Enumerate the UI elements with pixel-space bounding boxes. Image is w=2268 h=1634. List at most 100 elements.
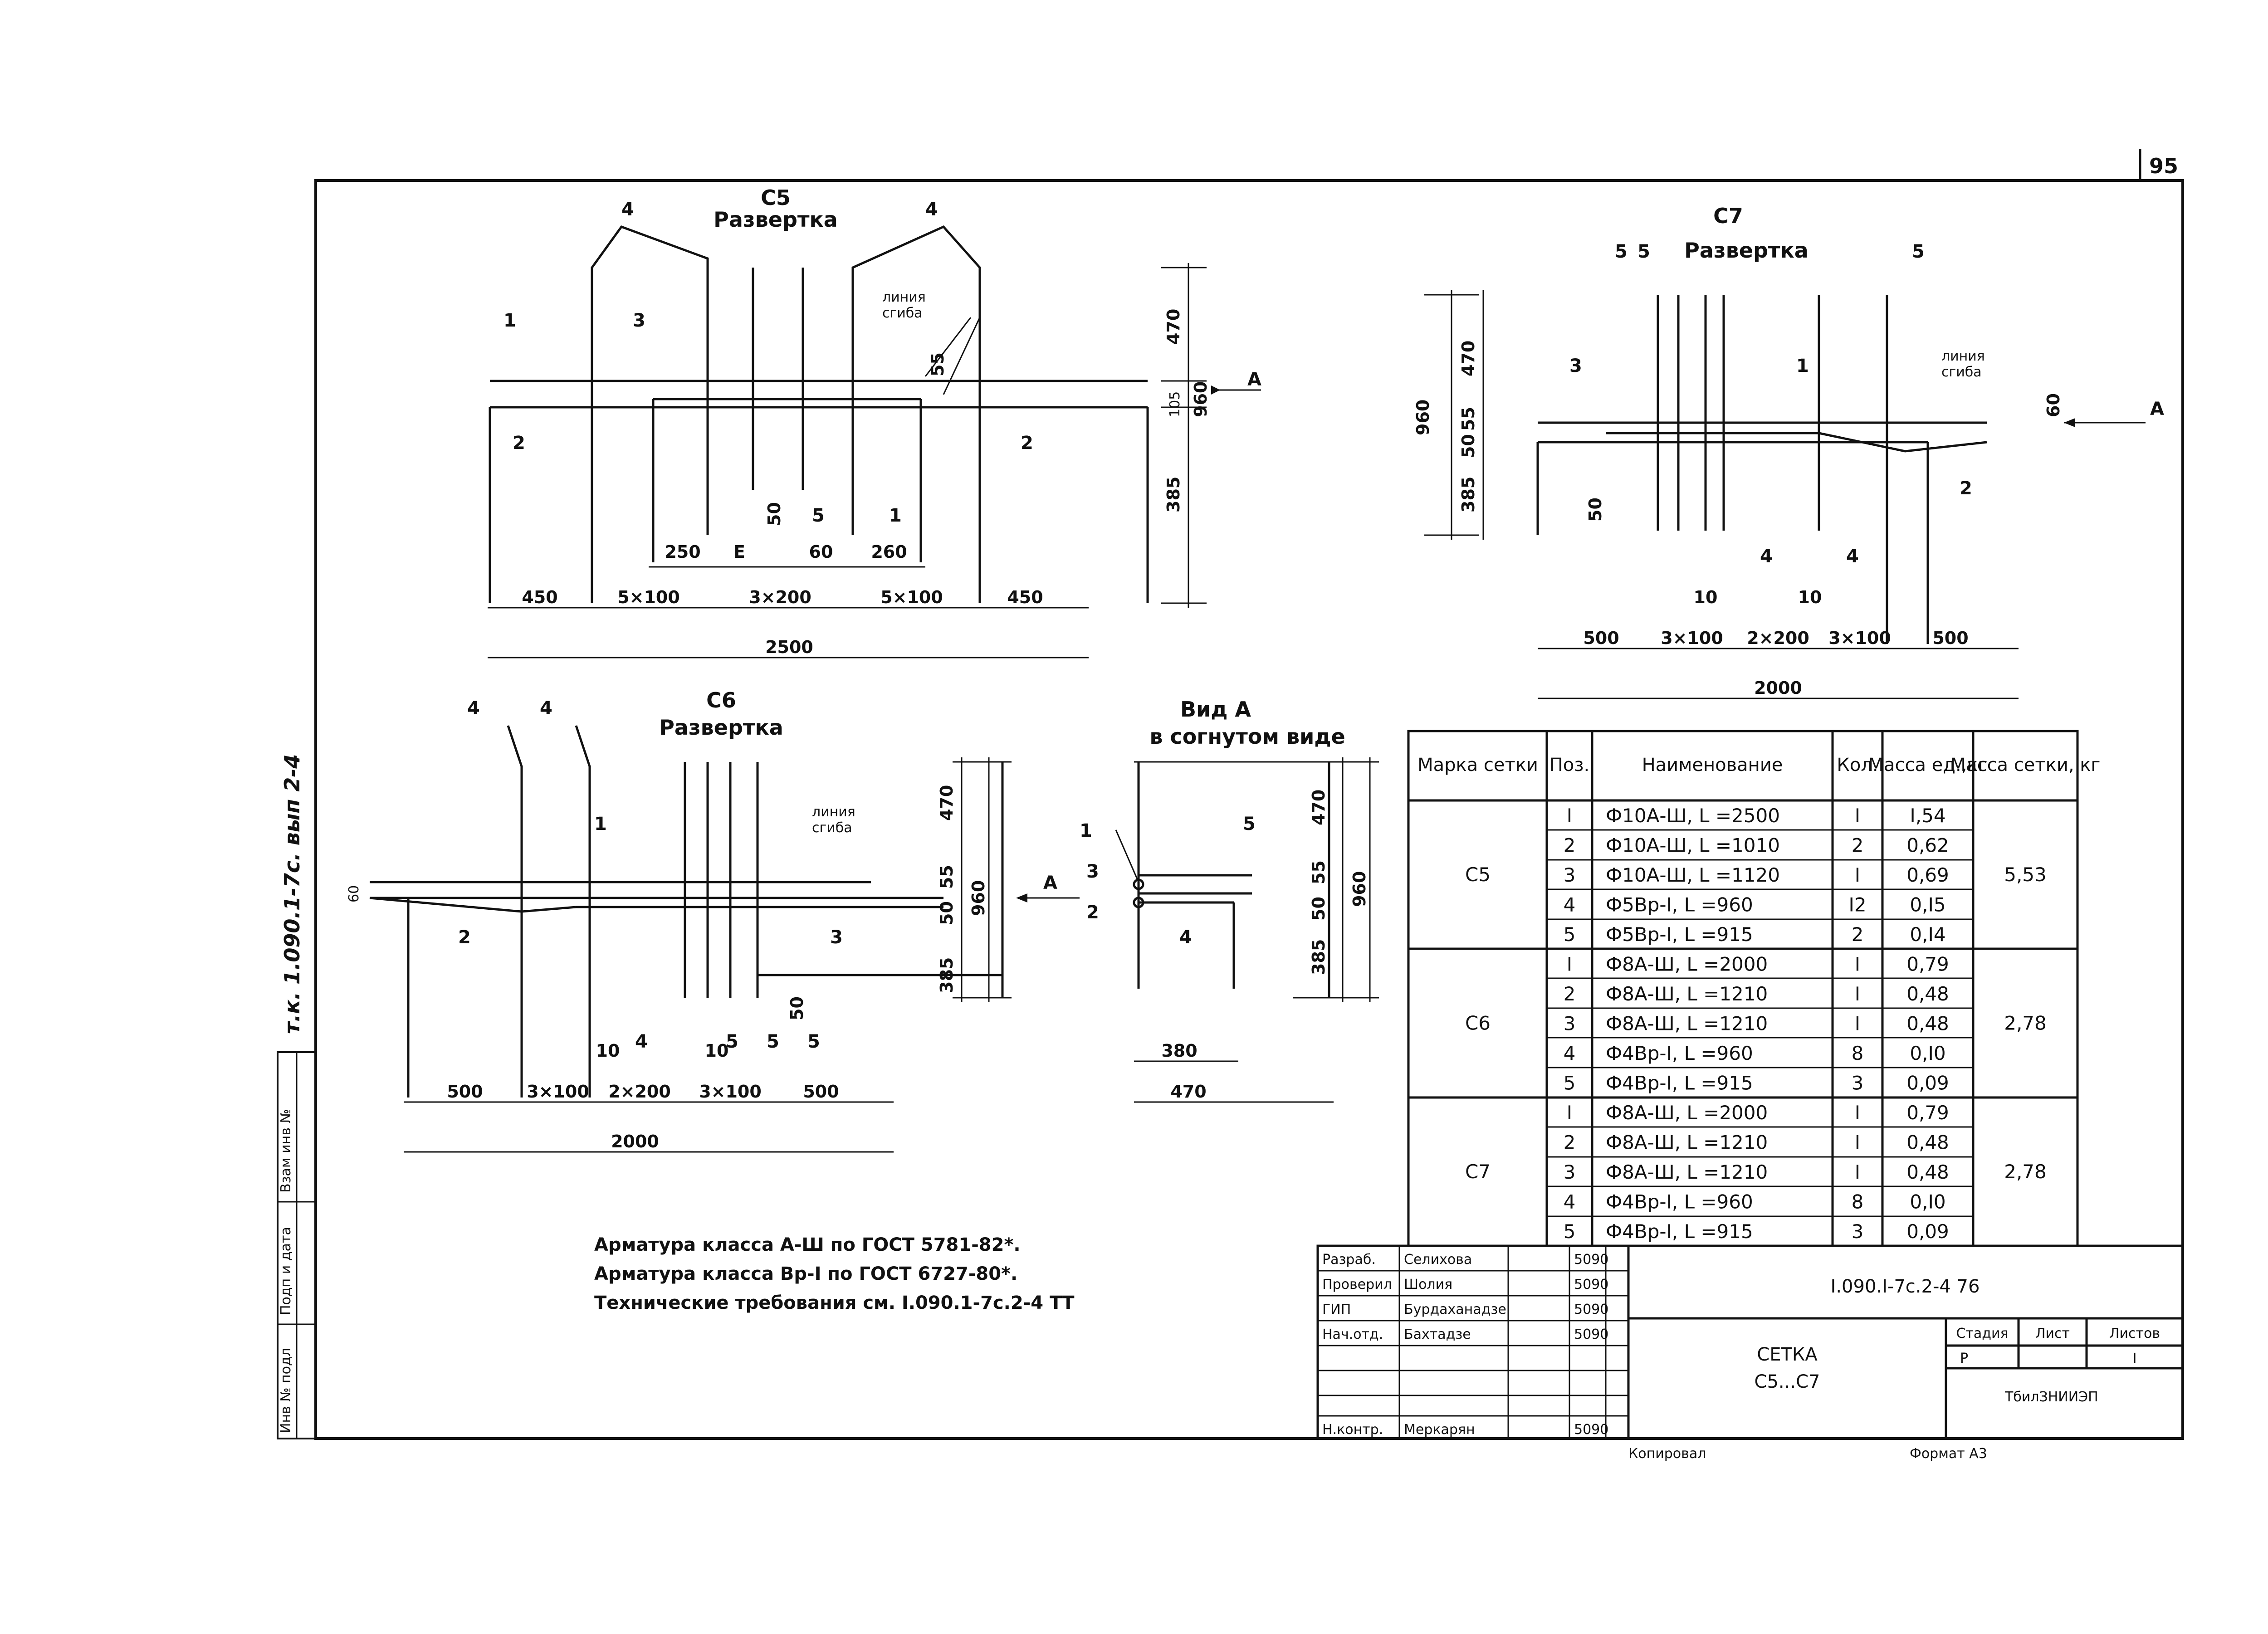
cell-qty: I	[1855, 805, 1860, 827]
c5-dim-5x100a: 5×100	[617, 587, 680, 607]
c5-dim-450b: 450	[1007, 587, 1043, 607]
cell-mass: 0,09	[1906, 1220, 1949, 1243]
c6-subtitle: Развертка	[659, 715, 783, 740]
c7-pos-5c: 5	[1912, 241, 1925, 262]
sheets-value: I	[2133, 1351, 2137, 1366]
c5-dim-105: 105	[1167, 391, 1183, 417]
spec-table-grid	[1407, 730, 2079, 1247]
cell-mass: 0,48	[1906, 1161, 1949, 1183]
tb-date: 5090	[1574, 1302, 1608, 1317]
cell-name: Ф5Вр-I, L =960	[1606, 894, 1753, 916]
c7-dim-55: 55	[1458, 407, 1478, 431]
note-2: Арматура класса Вр-I по ГОСТ 6727-80*.	[594, 1263, 1017, 1284]
stage-header: Стадия	[1956, 1326, 2008, 1341]
cell-pos: 5	[1564, 1220, 1576, 1243]
c6-pos-5a: 5	[726, 1031, 738, 1052]
cell-pos: I	[1567, 1102, 1572, 1124]
cell-pos: 5	[1564, 923, 1576, 946]
cell-mass: 0,I4	[1910, 923, 1945, 946]
cell-name: Ф4Вр-I, L =960	[1606, 1042, 1753, 1064]
c7-pos-5b: 5	[1637, 241, 1650, 262]
c6-bend-label-1: линия	[812, 804, 855, 820]
c6-title: С6	[706, 688, 736, 712]
drawing-c5	[488, 225, 1261, 658]
c7-subtitle: Развертка	[1684, 238, 1809, 263]
c5-pos-4a: 4	[621, 199, 634, 220]
c6-dim-55: 55	[937, 865, 957, 889]
c7-pos-2: 2	[1960, 478, 1972, 499]
sheets-header: Листов	[2109, 1326, 2160, 1341]
c5-bend-label-2: сгиба	[882, 305, 923, 321]
cell-name: Ф10А-Ш, L =1010	[1606, 834, 1780, 857]
cell-qty: I	[1855, 864, 1860, 886]
cell-qty: I	[1855, 1102, 1860, 1124]
c7-dim-500a: 500	[1583, 628, 1619, 648]
c5-pos-1: 1	[503, 310, 516, 331]
c5-dim-total: 2500	[765, 637, 813, 657]
side-stamp-1: Инв № подл	[278, 1348, 294, 1433]
view-a-dim-470b: 470	[1170, 1082, 1206, 1102]
view-a-pos-3: 3	[1086, 861, 1099, 882]
c6-dim-500a: 500	[447, 1082, 483, 1102]
side-stamp-2: Подп и дата	[278, 1227, 294, 1315]
cell-pos: 2	[1564, 1132, 1576, 1154]
footer-format: Формат А3	[1910, 1446, 1987, 1462]
c5-pos-5: 5	[812, 505, 825, 526]
sheet-frame	[277, 149, 2184, 1440]
tb-name: Селихова	[1404, 1252, 1472, 1268]
cell-mass: 0,69	[1906, 864, 1949, 886]
c6-pos-4a: 4	[467, 698, 480, 719]
c6-pos-5c: 5	[807, 1031, 820, 1052]
cell-mass: 0,79	[1906, 953, 1949, 976]
c7-dim-10a: 10	[1694, 587, 1718, 607]
cell-mass: 0,I0	[1910, 1042, 1945, 1064]
c5-dim-470: 470	[1163, 309, 1183, 345]
c5-bend-label-1: линия	[882, 289, 926, 305]
view-a-title: Вид А	[1180, 697, 1251, 722]
view-a-dim-385: 385	[1309, 939, 1329, 975]
cell-name: Ф10А-Ш, L =2500	[1606, 805, 1780, 827]
c6-dim-50: 50	[937, 901, 957, 925]
cell-pos: 4	[1564, 1191, 1576, 1213]
tb-role: Проверил	[1322, 1277, 1392, 1293]
c7-pos-4b: 4	[1846, 546, 1859, 567]
tb-date: 5090	[1574, 1252, 1608, 1268]
footer-copied: Копировал	[1628, 1446, 1706, 1462]
c7-dim-10b: 10	[1798, 587, 1822, 607]
c7-pos-4a: 4	[1760, 546, 1773, 567]
cell-mass: 0,48	[1906, 983, 1949, 1005]
cell-pos: 2	[1564, 983, 1576, 1005]
c7-dim-2x200: 2×200	[1747, 628, 1809, 648]
stage-value: Р	[1960, 1351, 1968, 1366]
cell-qty: I	[1855, 1013, 1860, 1035]
c7-dim-50b: 50	[1585, 498, 1605, 522]
tb-name: Бурдаханадзе	[1404, 1302, 1506, 1317]
tb-date: 5090	[1574, 1277, 1608, 1293]
cell-name: Ф8А-Ш, L =1210	[1606, 1161, 1768, 1183]
cell-qty: 8	[1852, 1191, 1864, 1213]
sheet-header: Лист	[2035, 1326, 2070, 1341]
c6-pos-2: 2	[458, 927, 471, 948]
cell-name: Ф8А-Ш, L =1210	[1606, 1132, 1768, 1154]
tb-date: 5090	[1574, 1327, 1608, 1342]
cell-pos: 5	[1564, 1072, 1576, 1094]
cell-name: Ф4Вр-I, L =960	[1606, 1191, 1753, 1213]
c5-dim-260: 260	[871, 542, 907, 562]
c6-dim-2x200: 2×200	[608, 1082, 671, 1102]
header-mass-unit: Масса ед.,кг	[1868, 755, 1987, 776]
tb-role: ГИП	[1322, 1302, 1351, 1317]
c7-title: С7	[1713, 204, 1743, 228]
cell-mass: 0,I5	[1910, 894, 1945, 916]
cell-name: Ф5Вр-I, L =915	[1606, 923, 1753, 946]
group-mark: С5	[1465, 863, 1491, 886]
c7-dim-960: 960	[1413, 400, 1433, 435]
c6-dim-total: 2000	[611, 1132, 659, 1151]
view-a-subtitle: в согнутом виде	[1149, 724, 1345, 749]
c5-dim-3x200: 3×200	[749, 587, 811, 607]
cell-pos: 3	[1564, 1013, 1576, 1035]
cell-name: Ф8А-Ш, L =1210	[1606, 1013, 1768, 1035]
c6-pos-5b: 5	[767, 1031, 779, 1052]
cell-pos: I	[1567, 805, 1572, 827]
